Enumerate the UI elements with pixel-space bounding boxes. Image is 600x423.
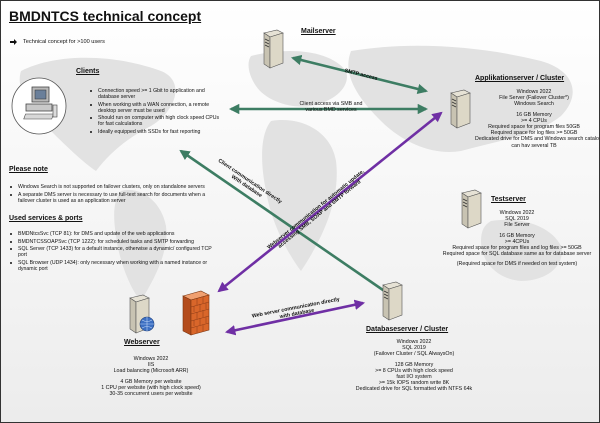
webserver-line: 4 GB Memory per website — [120, 378, 182, 385]
testserver-line: Required space for program files and log… — [452, 245, 582, 252]
list-item: Windows Search is not supported on failo… — [9, 184, 221, 190]
webserver-title: Webserver — [124, 339, 160, 346]
testserver-line: Required space for SQL database same as … — [442, 251, 592, 258]
please-note-heading: Please note — [9, 166, 48, 173]
page-title: BMDNTCS technical concept — [9, 8, 202, 24]
services-heading: Used services & ports — [9, 215, 83, 222]
testserver-line: File Server — [504, 222, 530, 229]
webserver-line: 30-35 concurrent users per website — [109, 391, 193, 398]
list-item: Should run on computer with high clock s… — [89, 115, 224, 127]
appserver-details: Windows 2022 File Server (Failover Clust… — [475, 89, 600, 149]
webserver-line: Load balancing (Microsoft ARR) — [113, 368, 189, 375]
webserver-icon — [129, 294, 155, 334]
testserver-title: Testserver — [491, 196, 526, 203]
dbserver-line: SQL 2019 — [402, 345, 426, 352]
arrow-right-icon — [10, 39, 17, 45]
appserver-line: Windows 2022 — [516, 89, 552, 95]
testserver-line: Windows 2022 — [499, 210, 535, 216]
webserver-details: Windows 2022 IIS Load balancing (Microso… — [86, 356, 216, 397]
appserver-line: Dedicated drive for DMS and Windows sear… — [475, 136, 600, 143]
please-note-list: Windows Search is not supported on failo… — [9, 184, 221, 205]
client-computer-icon — [11, 77, 67, 135]
dbserver-line: >= 15k IOPS random write 8K — [378, 380, 450, 387]
testserver-line: (Required space for DMS if needed on tes… — [456, 261, 578, 268]
webserver-line: IIS — [147, 362, 155, 369]
clients-list: Connection speed >= 1 Gbit to applicatio… — [89, 88, 224, 136]
smtp-arrow — [290, 54, 429, 95]
appserver-line: >= 4 CPUs — [521, 117, 547, 124]
list-item: Connection speed >= 1 Gbit to applicatio… — [89, 88, 224, 100]
testserver-details: Windows 2022 SQL 2019 File Server 16 GB … — [441, 210, 593, 268]
client-access-label: Client access via SMB and various BMD se… — [271, 101, 391, 113]
list-item: A separate DMS server is necessary to us… — [9, 192, 221, 204]
dbserver-icon — [382, 281, 403, 321]
testserver-line: 16 GB Memory — [499, 232, 535, 239]
list-item: SQL Browser (UDP 1434): only necessary w… — [9, 260, 221, 272]
dbserver-line: 128 GB Memory — [394, 361, 434, 368]
dbserver-line: (Failover Cluster / SQL AlwaysOn) — [373, 351, 455, 358]
dbserver-title: Databaseserver / Cluster — [366, 326, 449, 333]
list-item: When working with a WAN connection, a re… — [89, 102, 224, 114]
webserver-db-arrow — [224, 299, 366, 336]
services-list: BMDNtcsSvc (TCP 81): for DMS and update … — [9, 231, 221, 273]
testserver-icon — [461, 189, 482, 229]
appserver-line: Windows Search — [514, 101, 554, 108]
appserver-line: 16 GB Memory — [516, 111, 552, 118]
appserver-line: can hav several TB — [511, 142, 557, 149]
webserver-app-arrow — [217, 111, 443, 293]
webserver-line: Windows 2022 — [133, 356, 169, 362]
page-subtitle: Technical concept for >100 users — [23, 39, 105, 45]
clients-heading: Clients — [76, 68, 100, 75]
dbserver-line: Dedicated drive for SQL formatted with N… — [355, 386, 473, 393]
client-access-label-line2: various BMD services — [305, 107, 357, 114]
appserver-line: File Server (Failover Cluster*) — [499, 95, 569, 102]
dbserver-line: fast I/O system — [396, 374, 432, 381]
dbserver-details: Windows 2022 SQL 2019 (Failover Cluster … — [319, 339, 509, 393]
appserver-icon — [450, 89, 471, 129]
mailserver-title: Mailserver — [301, 28, 336, 35]
dbserver-line: Windows 2022 — [396, 339, 432, 345]
appserver-title: Applikationserver / Cluster — [475, 75, 565, 82]
firewall-icon — [182, 290, 210, 336]
list-item: SQL Server (TCP 1433) for a default inst… — [9, 246, 221, 258]
dbserver-line: >= 8 CPUs with high clock speed — [375, 367, 453, 374]
mailserver-icon — [263, 29, 284, 69]
list-item: Ideally equipped with SSDs for fast repo… — [89, 129, 224, 135]
testserver-line: >= 4CPUs — [504, 238, 530, 245]
list-item: BMDNtcsSvc (TCP 81): for DMS and update … — [9, 231, 221, 237]
appserver-line: Required space for program files 50GB — [488, 124, 580, 131]
list-item: BMDNTCSSOAPSvc (TCP 1222): for scheduled… — [9, 239, 221, 245]
appserver-line: Required space for log files >= 50GB — [490, 130, 578, 137]
testserver-line: SQL 2019 — [505, 216, 529, 223]
webserver-line: 1 CPU per website (with high clock speed… — [101, 384, 201, 391]
client-access-label-line1: Client access via SMB and — [299, 101, 363, 107]
